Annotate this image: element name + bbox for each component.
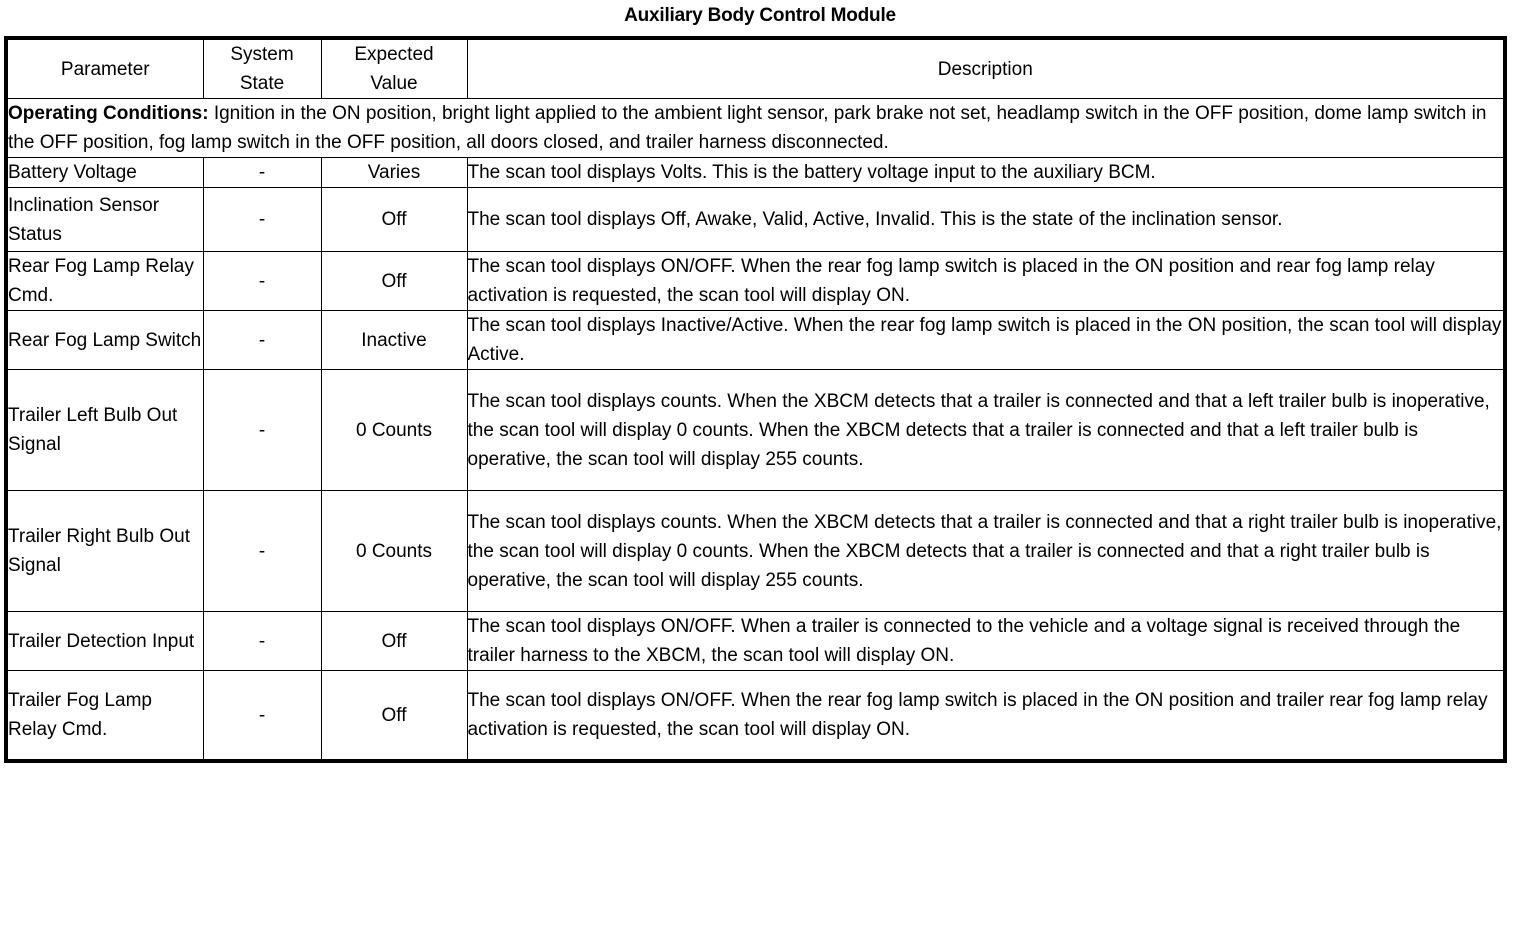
- column-header-system-state-line1: System: [230, 44, 294, 65]
- operating-conditions-label: Operating Conditions:: [8, 103, 209, 124]
- cell-parameter: Battery Voltage: [5, 157, 204, 188]
- table-body: Operating Conditions: Ignition in the ON…: [5, 98, 1506, 762]
- cell-system-state: -: [202, 611, 322, 671]
- table-row: Trailer Detection Input - Off The scan t…: [5, 611, 1506, 671]
- cell-parameter: Trailer Right Bulb Out Signal: [5, 490, 204, 612]
- parameter-spec-table: Parameter System State Expected Value De…: [4, 36, 1507, 763]
- cell-parameter: Trailer Fog Lamp Relay Cmd.: [5, 670, 204, 762]
- cell-parameter: Trailer Left Bulb Out Signal: [5, 369, 204, 491]
- cell-system-state: -: [202, 369, 322, 491]
- table-header-row: Parameter System State Expected Value De…: [5, 37, 1506, 99]
- cell-expected-value: Off: [320, 611, 468, 671]
- table-row: Rear Fog Lamp Relay Cmd. - Off The scan …: [5, 251, 1506, 311]
- cell-expected-value: Off: [320, 251, 468, 311]
- cell-parameter: Trailer Detection Input: [5, 611, 204, 671]
- operating-conditions-text: Ignition in the ON position, bright ligh…: [8, 103, 1487, 153]
- cell-parameter: Rear Fog Lamp Switch: [5, 310, 204, 370]
- cell-description: The scan tool displays counts. When the …: [466, 369, 1506, 491]
- cell-description: The scan tool displays counts. When the …: [466, 490, 1506, 612]
- column-header-parameter: Parameter: [5, 37, 204, 99]
- table-row: Inclination Sensor Status - Off The scan…: [5, 187, 1506, 252]
- operating-conditions-row: Operating Conditions: Ignition in the ON…: [5, 98, 1506, 158]
- table-header: Parameter System State Expected Value De…: [5, 37, 1506, 99]
- cell-system-state: -: [202, 251, 322, 311]
- column-header-description: Description: [466, 37, 1506, 99]
- cell-description: The scan tool displays Inactive/Active. …: [466, 310, 1506, 370]
- cell-expected-value: Off: [320, 187, 468, 252]
- cell-system-state: -: [202, 157, 322, 188]
- cell-parameter: Inclination Sensor Status: [5, 187, 204, 252]
- cell-description: The scan tool displays Off, Awake, Valid…: [466, 187, 1506, 252]
- column-header-expected-value: Expected Value: [320, 37, 468, 99]
- cell-system-state: -: [202, 187, 322, 252]
- table-row: Trailer Left Bulb Out Signal - 0 Counts …: [5, 369, 1506, 491]
- column-header-description-label: Description: [937, 58, 1033, 80]
- table-row: Battery Voltage - Varies The scan tool d…: [5, 157, 1506, 188]
- cell-description: The scan tool displays Volts. This is th…: [466, 157, 1506, 188]
- operating-conditions-cell: Operating Conditions: Ignition in the ON…: [5, 98, 1506, 158]
- cell-expected-value: Varies: [320, 157, 468, 188]
- cell-expected-value: 0 Counts: [320, 490, 468, 612]
- column-header-expected-value-line1: Expected: [354, 44, 434, 65]
- table-row: Rear Fog Lamp Switch - Inactive The scan…: [5, 310, 1506, 370]
- cell-system-state: -: [202, 670, 322, 762]
- cell-description: The scan tool displays ON/OFF. When a tr…: [466, 611, 1506, 671]
- cell-description: The scan tool displays ON/OFF. When the …: [466, 670, 1506, 762]
- table-row: Trailer Fog Lamp Relay Cmd. - Off The sc…: [5, 670, 1506, 762]
- page-title: Auxiliary Body Control Module: [624, 5, 896, 26]
- column-header-system-state-line2: State: [239, 73, 285, 94]
- cell-expected-value: 0 Counts: [320, 369, 468, 491]
- cell-system-state: -: [202, 490, 322, 612]
- cell-parameter: Rear Fog Lamp Relay Cmd.: [5, 251, 204, 311]
- cell-system-state: -: [202, 310, 322, 370]
- column-header-parameter-label: Parameter: [60, 58, 150, 80]
- cell-description: The scan tool displays ON/OFF. When the …: [466, 251, 1506, 311]
- column-header-expected-value-line2: Value: [370, 73, 418, 94]
- cell-expected-value: Off: [320, 670, 468, 762]
- cell-expected-value: Inactive: [320, 310, 468, 370]
- table-row: Trailer Right Bulb Out Signal - 0 Counts…: [5, 490, 1506, 612]
- column-header-system-state: System State: [202, 37, 322, 99]
